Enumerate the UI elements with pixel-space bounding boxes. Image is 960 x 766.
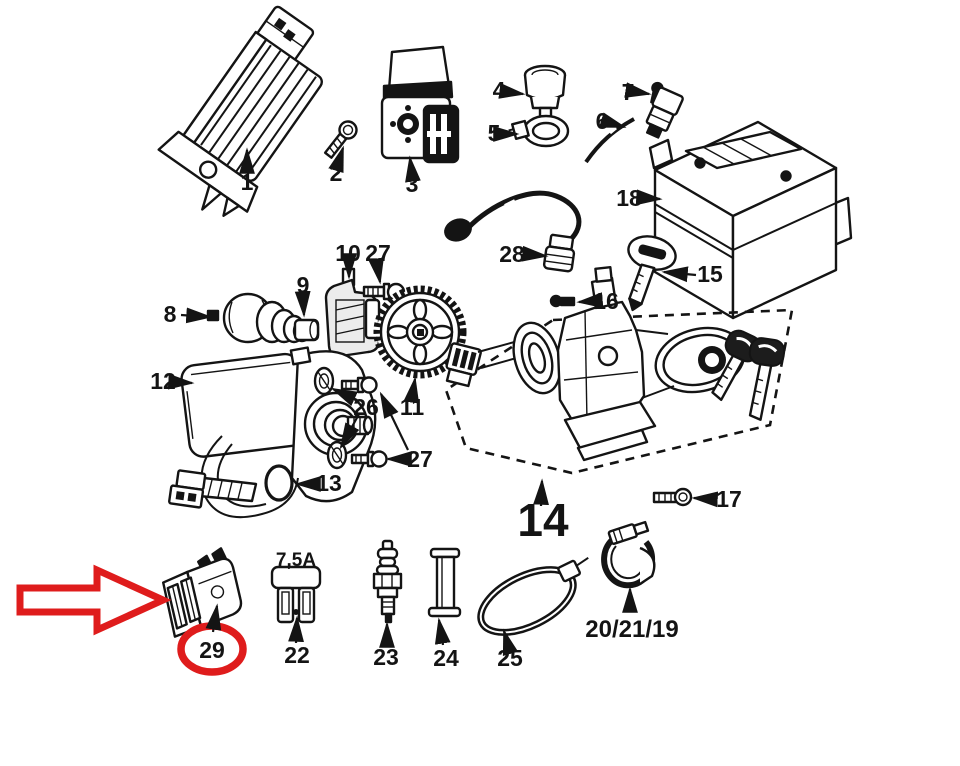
part-6-wire-lead	[584, 86, 684, 164]
leader-3	[405, 155, 421, 183]
part-9-bushing	[293, 318, 320, 342]
leader-25	[502, 628, 519, 657]
leader-7	[624, 82, 652, 98]
leader-12	[167, 373, 195, 390]
part-20-21-19-label: 20/21/19	[585, 616, 678, 643]
part-28-spark-plug-cable	[444, 190, 582, 273]
leader-2	[328, 145, 345, 174]
leader-22	[288, 615, 304, 644]
part-7-label: 7	[622, 79, 635, 105]
part-26-label: 26	[353, 394, 379, 420]
leader-16	[576, 292, 604, 309]
part-11-label: 11	[400, 394, 425, 420]
part-14-ignition-switch	[445, 265, 746, 462]
part-5-clamp-ring	[508, 114, 570, 148]
part-16-label: 16	[593, 288, 619, 314]
part-3-label: 3	[406, 171, 419, 197]
leader-lines	[167, 82, 719, 657]
part-14-label: 14	[517, 494, 569, 546]
part-15-key	[627, 235, 677, 312]
leader-26b	[339, 413, 360, 450]
leader-27-top	[368, 257, 384, 285]
part-27-mid-label: 27	[407, 446, 433, 472]
part-9-label: 9	[297, 272, 310, 298]
part-27-bolts-middle	[340, 376, 388, 468]
part-11-gear-wheel	[373, 285, 467, 379]
part-3-cdi-unit	[380, 45, 460, 164]
leader-15	[661, 266, 697, 283]
part-22-rating-label: 7,5A	[276, 550, 316, 571]
leader-28	[521, 245, 549, 262]
part-29-label: 29	[199, 637, 225, 663]
part-28-label: 28	[499, 241, 525, 267]
part-24-label: 24	[433, 645, 459, 671]
part-24-sleeve	[427, 547, 462, 618]
part-29-fuse-holder	[161, 547, 243, 638]
part-labels: 1 2 3 4 5 6 7 8 9 10 27 11 12 26 27 13 1…	[150, 77, 742, 671]
leader-4	[498, 83, 526, 99]
part-20-21-19-hose-clamp	[601, 520, 656, 589]
leader-27b1	[379, 391, 409, 451]
part-22-fuse	[270, 565, 322, 624]
leader-11	[403, 376, 420, 404]
part-25-label: 25	[497, 645, 523, 671]
leader-24	[434, 617, 451, 646]
part-17-label: 17	[716, 486, 742, 512]
leader-26a	[330, 387, 358, 407]
part-1-regulator-rectifier	[157, 5, 323, 217]
part-1-label: 1	[241, 169, 254, 195]
part-23-label: 23	[373, 644, 399, 670]
part-15-label: 15	[697, 261, 723, 287]
part-6-label: 6	[596, 108, 609, 134]
part-14-boundary	[444, 308, 794, 475]
part-23-spark-plug	[372, 539, 403, 624]
part-17-screw	[652, 487, 693, 507]
part-10-label: 10	[335, 240, 361, 266]
leader-8	[180, 307, 213, 324]
part-13-o-ring	[264, 464, 294, 502]
part-12-label: 12	[150, 368, 176, 394]
part-8-label: 8	[164, 301, 177, 327]
highlight-arrow	[16, 564, 172, 636]
part-18-battery	[648, 120, 853, 320]
part-25-cable-tie	[477, 556, 589, 636]
part-16-screw	[549, 294, 576, 308]
part-14-keys	[711, 329, 786, 421]
part-10-bracket	[324, 267, 381, 358]
leader-9	[294, 290, 311, 318]
part-22-label: 22	[284, 642, 310, 668]
part-2-label: 2	[330, 160, 343, 186]
leader-29	[205, 603, 222, 633]
leader-18	[635, 189, 663, 206]
leader-14	[533, 478, 549, 507]
part-18-label: 18	[616, 185, 642, 211]
leader-6	[598, 112, 627, 129]
part-13-label: 13	[316, 470, 342, 496]
part-27-top-label: 27	[365, 240, 391, 266]
leader-17	[691, 491, 719, 508]
part-4-label: 4	[493, 77, 506, 103]
part-5-label: 5	[488, 120, 501, 146]
